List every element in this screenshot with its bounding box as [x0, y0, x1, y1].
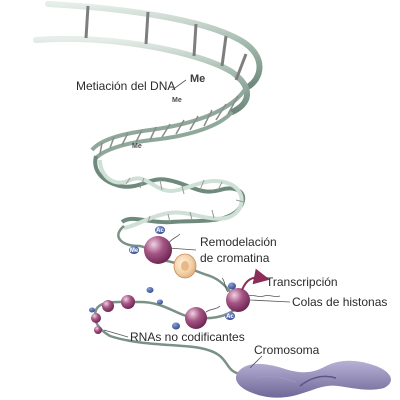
acetyl-mark	[228, 282, 236, 290]
label-chromatin-remodeling-line2: de cromatina	[200, 251, 270, 265]
methyl-mark-small: Me	[132, 143, 142, 150]
methyl-mark-small: Me	[172, 97, 182, 104]
ladder-small-rungs	[99, 95, 239, 155]
nucleosome	[185, 307, 207, 329]
label-transcription: Transcripción	[266, 275, 338, 289]
nucleosome	[91, 313, 101, 323]
methyl-mark-text: Me	[130, 248, 139, 254]
nucleosome	[94, 326, 102, 334]
leader-lines	[103, 79, 291, 369]
histone-marks: Ac Me Ac	[89, 226, 236, 330]
nucleosome	[144, 236, 172, 264]
acetyl-mark	[225, 312, 235, 320]
acetyl-mark	[146, 287, 154, 293]
nucleosome	[226, 288, 250, 312]
acetyl-mark	[89, 307, 95, 313]
transcription-arrow	[241, 268, 270, 291]
acetyl-mark	[155, 226, 165, 234]
acetyl-mark	[172, 322, 180, 330]
histone-tails	[167, 233, 281, 313]
chromatin-remodeler	[173, 253, 197, 279]
acetyl-mark-text: Ac	[156, 228, 164, 234]
acetyl-mark	[157, 299, 163, 305]
label-chromatin-remodeling-line1: Remodelación	[200, 235, 277, 249]
dna-double-helix	[93, 155, 246, 230]
nucleosomes	[91, 236, 250, 334]
methyl-mark-large: Me	[190, 73, 205, 85]
label-chromosome: Cromosoma	[254, 343, 320, 357]
label-histone-tails: Colas de histonas	[292, 295, 387, 309]
dna-helix-ladder	[33, 1, 263, 160]
nucleosome	[102, 300, 114, 312]
acetyl-mark-text: Ac	[226, 314, 234, 320]
nucleosome	[121, 295, 135, 309]
helix-rungs	[125, 177, 245, 223]
label-noncoding-rnas: RNAs no codificantes	[130, 330, 245, 344]
ladder-rungs	[84, 5, 248, 81]
methyl-mark	[129, 246, 139, 254]
chromosome	[235, 360, 391, 398]
label-dna-methylation: Metiación del DNA	[76, 79, 175, 93]
